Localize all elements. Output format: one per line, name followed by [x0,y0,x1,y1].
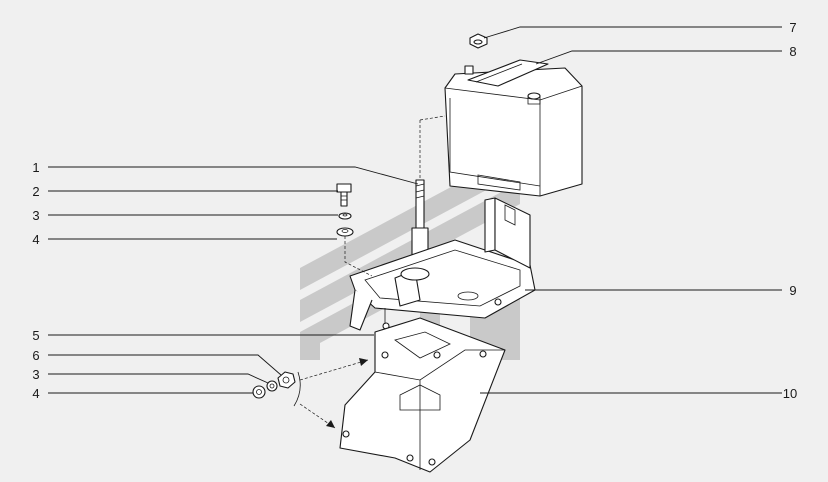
flat-washer-4 [336,227,354,237]
callout-7: 7 [789,20,796,35]
callout-3: 3 [32,208,39,223]
leader-lines [48,26,782,394]
callout-4-lower: 4 [32,386,39,401]
callout-10: 10 [783,386,797,401]
spring-washer-3 [338,212,352,220]
callout-3-lower: 3 [32,367,39,382]
callout-1: 1 [32,160,39,175]
callout-8: 8 [789,44,796,59]
callout-5: 5 [32,328,39,343]
nut-6 [277,371,296,389]
callout-4: 4 [32,232,39,247]
spring-washer-3-lower [266,380,278,392]
callout-2: 2 [32,184,39,199]
callout-6: 6 [32,348,39,363]
nut-7 [469,33,488,49]
bolt-2 [336,183,352,207]
support-bracket [339,317,506,473]
assembly-arrows [293,358,369,429]
callout-9: 9 [789,283,796,298]
battery-tray [349,197,536,331]
flat-washer-4-lower [252,385,266,399]
battery [444,59,583,197]
